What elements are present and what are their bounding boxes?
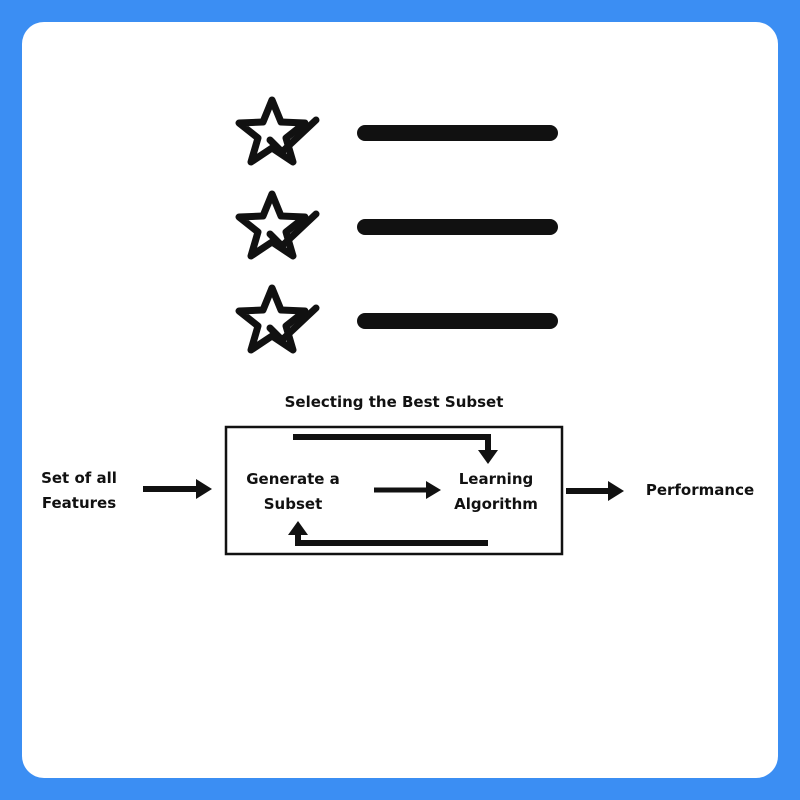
- star-check-icon: [239, 100, 316, 162]
- top-loop-arrow: [293, 434, 498, 464]
- subset-to-algorithm-arrow: [374, 481, 441, 499]
- input-arrow: [143, 479, 212, 499]
- checklist-item: [239, 194, 558, 256]
- bottom-loop-arrow: [288, 521, 488, 546]
- learning-algorithm-label-line-2: Algorithm: [454, 495, 538, 513]
- generate-subset-label-line-2: Subset: [264, 495, 323, 513]
- performance-label: Performance: [646, 481, 754, 499]
- card-background: [22, 22, 778, 778]
- input-label-line-2: Features: [42, 494, 116, 512]
- selection-box: [224, 425, 564, 556]
- checklist: [239, 100, 558, 350]
- checklist-item: [239, 288, 558, 350]
- learning-algorithm-label-line-1: Learning: [459, 470, 534, 488]
- checklist-item: [239, 100, 558, 162]
- generate-subset-label-line-1: Generate a: [246, 470, 340, 488]
- output-arrow: [566, 481, 624, 501]
- diagram-title: Selecting the Best Subset: [285, 393, 504, 411]
- star-check-icon: [239, 288, 316, 350]
- star-check-icon: [239, 194, 316, 256]
- input-label-line-1: Set of all: [41, 469, 117, 487]
